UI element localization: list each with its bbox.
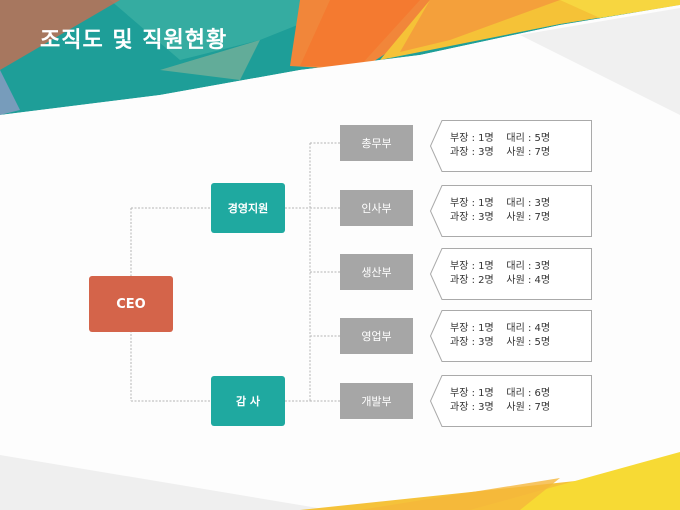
- staff-line: 부장 : 1명 대리 : 5명: [450, 133, 551, 144]
- callout-shape: [430, 375, 592, 427]
- dept-production: 생산부: [340, 254, 413, 290]
- staff-line: 과장 : 3명 사원 : 7명: [450, 402, 551, 413]
- dept-development: 개발부: [340, 383, 413, 419]
- staff-line: 과장 : 3명 사원 : 7명: [450, 212, 551, 223]
- ceo-box: CEO: [89, 276, 173, 332]
- callout-shape: [430, 185, 592, 237]
- page-title: 조직도 및 직원현황: [40, 28, 228, 53]
- dept-sales: 영업부: [340, 318, 413, 354]
- dept-hr: 인사부: [340, 190, 413, 226]
- staff-line: 부장 : 1명 대리 : 6명: [450, 388, 551, 399]
- callout-shape: [430, 248, 592, 300]
- branch-audit: 감 사: [211, 376, 285, 426]
- staff-line: 부장 : 1명 대리 : 3명: [450, 261, 551, 272]
- staff-line: 부장 : 1명 대리 : 3명: [450, 198, 551, 209]
- staff-line: 부장 : 1명 대리 : 4명: [450, 323, 551, 334]
- callout-shape: [430, 120, 592, 172]
- callout-shape: [430, 310, 592, 362]
- staff-line: 과장 : 3명 사원 : 7명: [450, 147, 551, 158]
- branch-management-support: 경영지원: [211, 183, 285, 233]
- dept-general-affairs: 총무부: [340, 125, 413, 161]
- staff-line: 과장 : 2명 사원 : 4명: [450, 275, 551, 286]
- staff-line: 과장 : 3명 사원 : 5명: [450, 337, 551, 348]
